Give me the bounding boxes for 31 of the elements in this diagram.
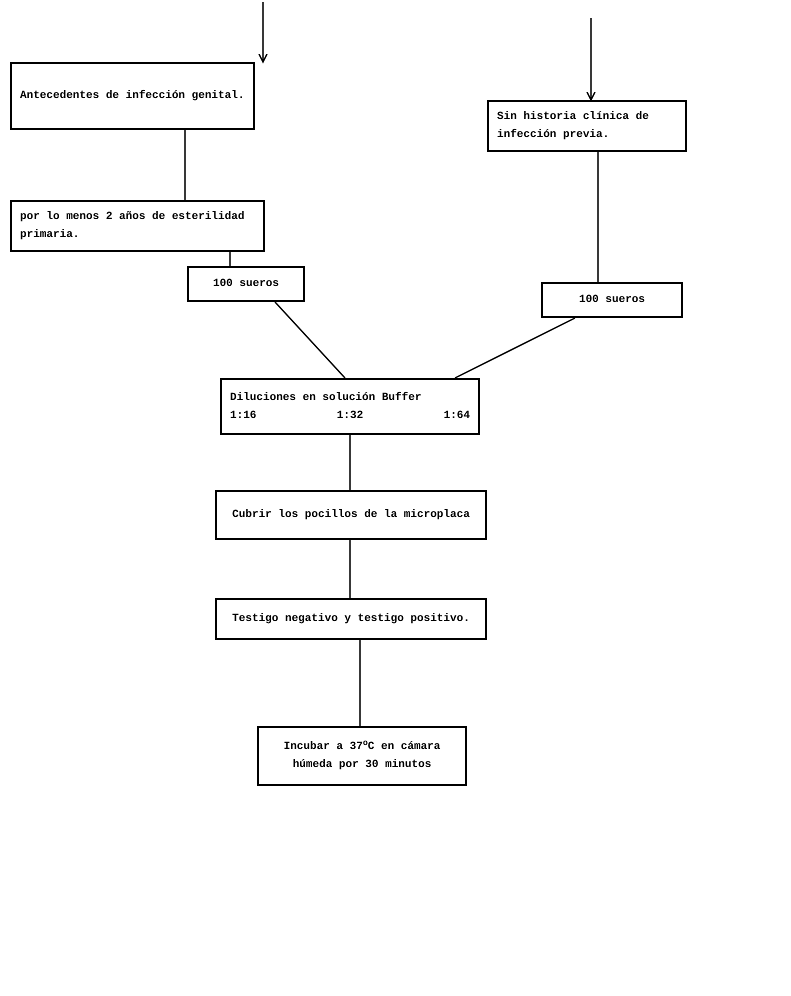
connector-line: [274, 302, 346, 378]
connector-line: [184, 130, 186, 200]
box-text: Diluciones en solución Buffer: [230, 390, 422, 406]
connector-line: [597, 152, 599, 282]
connector-line: [229, 252, 231, 266]
process-box: [257, 726, 467, 786]
box-text: 100 sueros: [212, 277, 279, 292]
arrow: [586, 18, 596, 101]
process-box: [215, 598, 487, 640]
connector-line: [349, 435, 351, 490]
process-box: [10, 62, 255, 130]
dilution-ratio: 1:32: [336, 408, 364, 424]
process-box: [487, 100, 687, 152]
box-text: por lo menos 2 años de esterilidad primaria.: [20, 210, 246, 243]
box-text: Testigo negativo y testigo positivo.: [232, 612, 470, 627]
process-box: [10, 200, 265, 252]
process-box: [220, 378, 480, 435]
box-text: 100 sueros: [578, 293, 645, 308]
connector-line: [359, 640, 361, 726]
process-box: [215, 490, 487, 540]
process-box: [187, 266, 305, 302]
dilution-ratio: 1:16: [230, 408, 256, 424]
dilution-ratio: 1:64: [444, 408, 470, 424]
connector-line: [454, 317, 576, 379]
process-box: [541, 282, 683, 318]
box-text: Antecedentes de infección genital.: [20, 88, 244, 104]
box-text: Sin historia clínica de infección previa.: [497, 110, 650, 143]
box-text: Cubrir los pocillos de la microplaca: [232, 508, 470, 523]
connector-line: [349, 540, 351, 598]
arrow: [258, 2, 268, 63]
box-text: Incubar a 37$^{o}$C en cámara húmeda por 30 minutos: [282, 738, 442, 773]
